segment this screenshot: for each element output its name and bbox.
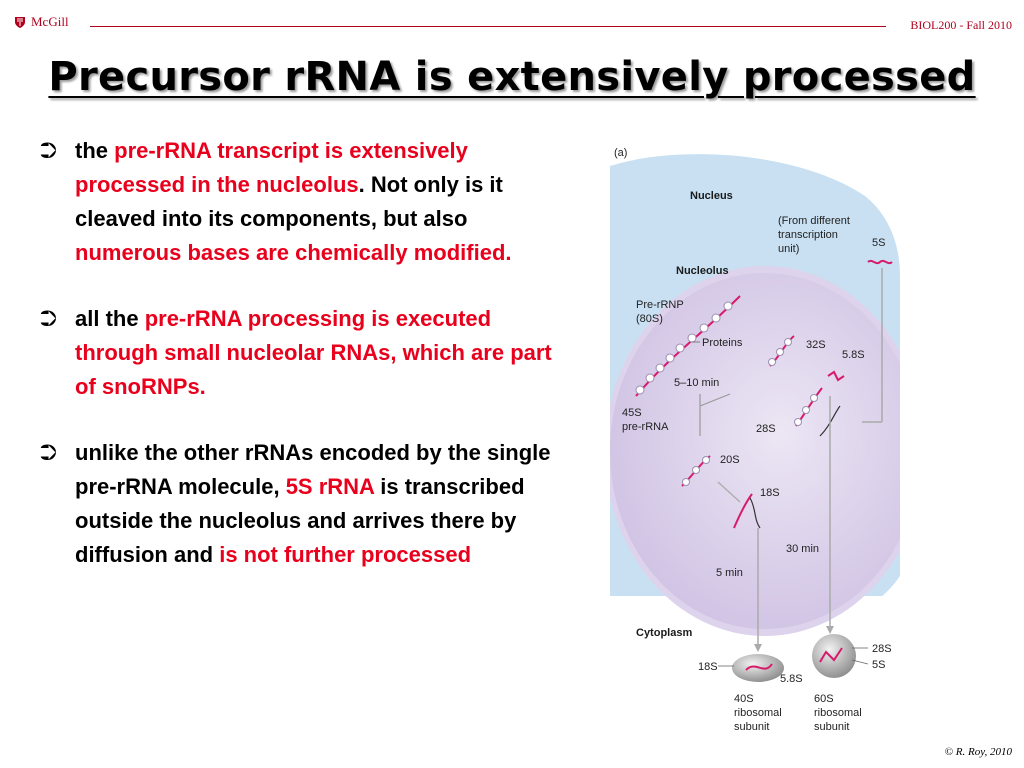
nucleus-label: Nucleus <box>690 190 733 202</box>
bullet-item: ⮊ the pre-rRNA transcript is extensively … <box>40 134 560 270</box>
logo-text: McGill <box>31 14 69 29</box>
cytoplasm-label: Cytoplasm <box>636 627 692 639</box>
bullet-item: ⮊ unlike the other rRNAs encoded by the s… <box>40 436 560 572</box>
body-text: the <box>75 138 115 163</box>
bullet-item: ⮊ all the pre-rRNA processing is executed… <box>40 302 560 404</box>
label-45s-line1: 45S <box>622 407 642 419</box>
label-40s-line1: 40S <box>734 693 754 705</box>
rna-5s-top <box>867 259 893 265</box>
header-divider <box>90 26 886 27</box>
highlight-text: pre-rRNA transcript is extensively proce… <box>75 138 468 197</box>
label-20s: 20S <box>720 454 740 466</box>
label-60s-line1: 60S <box>814 693 834 705</box>
slide-header: McGill BIOL200 - Fall 2010 <box>0 0 1024 40</box>
label-18s-bottom: 18S <box>698 661 718 673</box>
rna-18s <box>733 493 753 529</box>
label-58s-bottom: 5.8S <box>780 673 803 685</box>
bullet-list: ⮊ the pre-rRNA transcript is extensively … <box>40 134 560 604</box>
bullet-arrow-icon: ⮊ <box>40 306 57 331</box>
highlight-text: 5S rRNA <box>285 474 375 499</box>
body-text: unlike the other rRNAs encoded by the si… <box>75 440 551 499</box>
ribosome-60s <box>812 634 856 678</box>
time-30-label: 30 min <box>786 543 819 555</box>
label-32s: 32S <box>806 339 826 351</box>
from-different-line1: (From different <box>778 215 850 227</box>
proteins-label: Proteins <box>702 337 743 349</box>
body-text: . Not only is it cleaved into its compon… <box>75 172 503 231</box>
label-60s-line2: ribosomal <box>814 707 862 719</box>
bullet-arrow-icon: ⮊ <box>40 138 57 163</box>
label-18s-mid: 18S <box>760 487 780 499</box>
mcgill-logo: McGill <box>14 14 69 30</box>
bullet-text: all the pre-rRNA processing is executed … <box>75 302 560 404</box>
from-different-line2: transcription <box>778 229 838 241</box>
branch-arrows <box>699 393 731 436</box>
label-28s-mid: 28S <box>756 423 776 435</box>
protein-dots <box>635 301 733 395</box>
pre-rrnp-line2: (80S) <box>636 313 663 325</box>
label-60s-line3: subunit <box>814 721 849 733</box>
from-different-line3: unit) <box>778 243 799 255</box>
label-5s-bottom: 5S <box>872 659 885 671</box>
panel-label: (a) <box>614 147 627 159</box>
course-label: BIOL200 - Fall 2010 <box>910 18 1012 32</box>
body-text: is transcribed outside the nucleolus and… <box>75 474 525 567</box>
label-58s-top: 5.8S <box>842 349 865 361</box>
body-text: all the <box>75 306 145 331</box>
label-45s-line2: pre-rRNA <box>622 421 669 433</box>
slide-title: Precursor rRNA is extensively processed <box>48 54 976 100</box>
copyright: © R. Roy, 2010 <box>944 746 1012 758</box>
label-5s-top: 5S <box>872 237 885 249</box>
rrna-processing-figure: (a) Nucleus (From different transcriptio… <box>600 136 900 740</box>
time-5-label: 5 min <box>716 567 743 579</box>
time-5-10-label: 5–10 min <box>674 377 719 389</box>
highlight-text: pre-rRNA processing is executed through … <box>75 306 552 399</box>
highlight-text: is not further processed <box>219 542 472 567</box>
nucleolus-label: Nucleolus <box>676 265 729 277</box>
mcgill-crest-icon <box>15 17 25 28</box>
pre-rrnp-line1: Pre-rRNP <box>636 299 684 311</box>
highlight-text: numerous bases are chemically modified. <box>75 240 512 265</box>
bullet-arrow-icon: ⮊ <box>40 440 57 465</box>
label-40s-line3: subunit <box>734 721 769 733</box>
label-40s-line2: ribosomal <box>734 707 782 719</box>
rna-58s <box>827 370 845 382</box>
bullet-text: unlike the other rRNAs encoded by the si… <box>75 436 560 572</box>
bullet-text: the pre-rRNA transcript is extensively p… <box>75 134 560 270</box>
label-28s-bottom: 28S <box>872 643 892 655</box>
